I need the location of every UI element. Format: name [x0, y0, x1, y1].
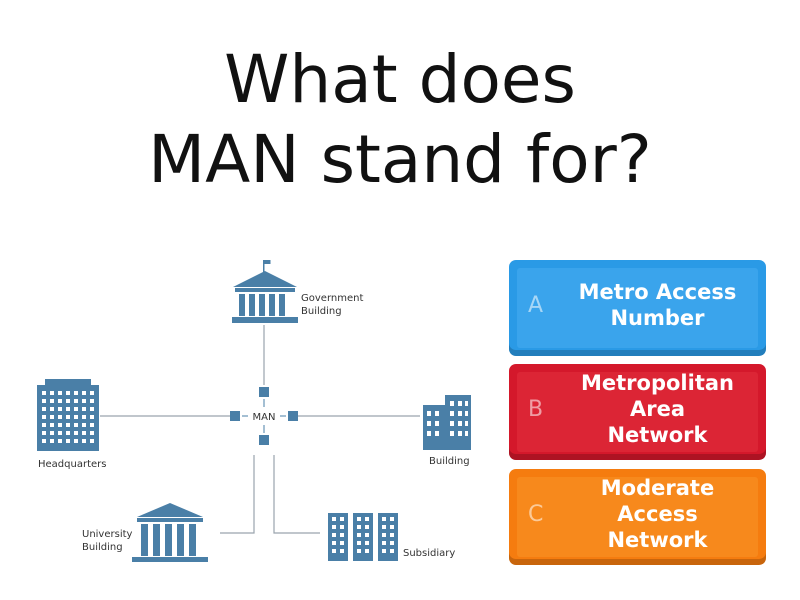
question-line-1: What does [224, 41, 576, 118]
answer-option-b[interactable]: B Metropolitan Area Network [509, 364, 766, 460]
answer-option-b-text: Metropolitan Area Network [581, 371, 734, 447]
subsidiary-icon [328, 513, 398, 561]
headquarters-label: Headquarters [38, 459, 106, 470]
answer-option-b-letter: B [528, 396, 544, 422]
answer-option-c-letter: C [528, 501, 544, 527]
answer-option-a-text: Metro Access Number [578, 280, 737, 330]
question-title: What does MAN stand for? [0, 40, 800, 200]
university-building-label: University Building [82, 529, 136, 553]
building-icon [423, 395, 471, 450]
government-building-icon [232, 260, 298, 323]
man-hub: MAN [230, 387, 298, 445]
answer-option-a-face [517, 268, 758, 348]
building-label: Building [429, 456, 470, 467]
answer-option-c[interactable]: C Moderate Access Network [509, 469, 766, 565]
university-building-icon [132, 503, 208, 562]
answer-option-c-text: Moderate Access Network [600, 476, 715, 552]
headquarters-icon [37, 379, 99, 451]
government-building-label: Government Building [301, 293, 367, 317]
subsidiary-label: Subsidiary [403, 548, 455, 559]
man-hub-label: MAN [253, 412, 276, 423]
answer-option-b-face [517, 372, 758, 452]
answer-option-c-face [517, 477, 758, 557]
question-line-2: MAN stand for? [148, 121, 652, 198]
answer-option-a[interactable]: A Metro Access Number [509, 260, 766, 356]
answer-option-a-letter: A [528, 292, 544, 318]
man-network-diagram: MAN Government Building Headquarters [37, 260, 471, 562]
